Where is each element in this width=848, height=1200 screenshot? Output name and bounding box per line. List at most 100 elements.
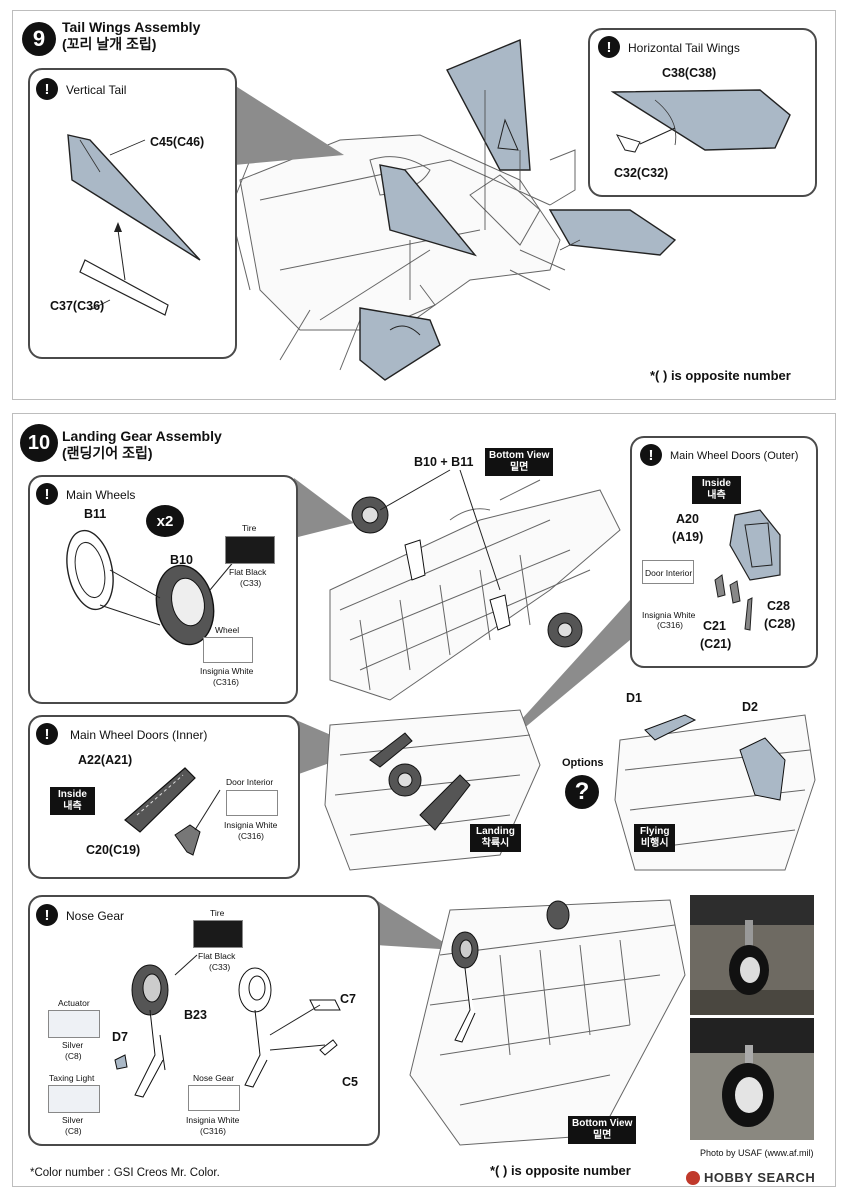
outer-door-interior-swatch <box>642 560 694 584</box>
step9-opposite-note: *( ) is opposite number <box>650 368 791 383</box>
vertical-tail-title: Vertical Tail <box>66 83 127 97</box>
main-wheel-color-code: (C316) <box>213 677 239 687</box>
horizontal-tail-title: Horizontal Tail Wings <box>628 41 740 55</box>
nose-tire-swatch <box>193 920 243 948</box>
part-c5-label: C5 <box>342 1075 358 1089</box>
main-wheel-color-name: Insignia White <box>200 666 254 676</box>
landing-kr: 착륙시 <box>481 838 510 849</box>
bottom-view-bottom-en: Bottom View <box>572 1118 633 1129</box>
hobby-search-watermark: HOBBY SEARCH <box>686 1170 815 1185</box>
step10-aircraft-bottom-drawing <box>329 469 621 701</box>
inner-doors-title: Main Wheel Doors (Inner) <box>70 728 208 742</box>
bottom-view-bottom-kr: 밑면 <box>592 1130 612 1141</box>
nose-gear-callout-wedge <box>376 900 456 950</box>
part-c45-label: C45(C46) <box>150 135 205 149</box>
outer-doors-warning-icon: ! <box>640 444 662 466</box>
main-wheels-multiplier: x2 <box>146 505 184 537</box>
taxiing-light-color-name: Silver <box>62 1115 84 1125</box>
bottom-view-en: Bottom View <box>489 450 550 461</box>
part-b23-label: B23 <box>184 1008 207 1022</box>
outer-inside-kr: 내측 <box>707 490 726 501</box>
part-d2-label: D2 <box>742 700 758 714</box>
part-a22-label: A22(A21) <box>78 753 133 767</box>
main-wheel-color-label: Wheel <box>215 625 240 635</box>
main-tire-color-code: (C33) <box>240 578 262 588</box>
part-a19-label: (A19) <box>672 530 704 544</box>
part-c20-label: C20(C19) <box>86 843 141 857</box>
flying-badge: Flying 비행시 <box>634 824 676 852</box>
bottom-view-kr: 밑면 <box>509 462 529 473</box>
hobby-search-wordmark: HOBBY SEARCH <box>704 1170 816 1185</box>
part-c28b-label: (C28) <box>764 617 796 631</box>
part-c7-label: C7 <box>340 992 356 1006</box>
step10-number: 10 <box>20 424 58 462</box>
bottom-view-badge-top: Bottom View 밑면 <box>485 448 554 476</box>
landing-badge: Landing 착륙시 <box>470 824 521 852</box>
inner-door-interior-color-name: Insignia White <box>224 820 278 830</box>
actuator-color-name: Silver <box>62 1040 84 1050</box>
step9-number: 9 <box>22 22 56 56</box>
main-wheel-swatch <box>203 637 253 663</box>
vertical-tail-parts-drawing <box>67 134 201 316</box>
part-c28-label: C28 <box>767 599 790 613</box>
flying-en: Flying <box>640 826 670 837</box>
outer-door-interior-color-name: Insignia White <box>642 610 696 620</box>
nose-tire-color-label: Tire <box>210 908 225 918</box>
inner-door-interior-label: Door Interior <box>226 777 274 787</box>
nose-gear-parts-drawing <box>114 954 341 1098</box>
nose-gear-color-label: Nose Gear <box>193 1073 235 1083</box>
part-b11-label: B11 <box>84 507 107 521</box>
main-wheels-warning-icon: ! <box>36 483 58 505</box>
actuator-swatch <box>48 1010 100 1038</box>
main-wheels-callout-wedge <box>294 478 354 538</box>
part-c32-label: C32(C32) <box>614 166 669 180</box>
question-mark-icon: ? <box>565 775 599 809</box>
outer-doors-panel <box>630 436 818 668</box>
horizontal-tail-parts-drawing <box>610 89 791 153</box>
horizontal-tail-warning-icon: ! <box>598 36 620 58</box>
actuator-color-label: Actuator <box>58 998 90 1008</box>
taxiing-light-color-code: (C8) <box>65 1126 82 1136</box>
step10-opposite-note: *( ) is opposite number <box>490 1163 631 1178</box>
step9-subtitle: (꼬리 날개 조립) <box>62 36 157 52</box>
nose-gear-color-name: Insignia White <box>186 1115 240 1125</box>
outer-door-interior-label: Door Interior <box>645 568 693 578</box>
inner-doors-warning-icon: ! <box>36 723 58 745</box>
part-c21b-label: (C21) <box>700 637 732 651</box>
inner-door-interior-code: (C316) <box>238 831 264 841</box>
main-tire-color-label: Tire <box>242 523 257 533</box>
part-c37-label: C37(C36) <box>50 299 105 313</box>
outer-door-interior-code: (C316) <box>657 620 683 630</box>
nose-gear-reference-photo <box>690 895 814 1140</box>
part-d7-label: D7 <box>112 1030 128 1044</box>
nose-tire-color-name: Flat Black <box>198 951 236 961</box>
outer-doors-parts-drawing <box>714 509 781 631</box>
nose-gear-warning-icon: ! <box>36 904 58 926</box>
part-b10-b11-label: B10 + B11 <box>414 455 474 469</box>
vertical-tail-warning-icon: ! <box>36 78 58 100</box>
inner-inside-en: Inside <box>58 789 87 800</box>
inner-door-interior-swatch <box>226 790 278 816</box>
main-wheels-title: Main Wheels <box>66 488 136 502</box>
color-number-note: *Color number : GSI Creos Mr. Color. <box>30 1167 220 1179</box>
step10-title: Landing Gear Assembly <box>62 428 222 444</box>
outer-inside-en: Inside <box>702 478 731 489</box>
flying-kr: 비행시 <box>640 838 669 849</box>
step9-callout-wedge <box>234 85 344 165</box>
inner-inside-badge: Inside 내측 <box>50 787 95 815</box>
taxiing-light-color-label: Taxing Light <box>49 1073 95 1083</box>
landing-en: Landing <box>476 826 515 837</box>
inner-inside-kr: 내측 <box>63 801 82 812</box>
outer-doors-title: Main Wheel Doors (Outer) <box>670 450 799 462</box>
photo-credit: Photo by USAF (www.af.mil) <box>700 1148 814 1158</box>
nose-gear-aircraft-drawing <box>409 899 686 1146</box>
hobby-search-logo-icon <box>686 1170 700 1185</box>
inner-doors-parts-drawing <box>124 767 221 856</box>
part-c21-label: C21 <box>703 619 726 633</box>
taxiing-light-swatch <box>48 1085 100 1113</box>
part-b10-label: B10 <box>170 553 193 567</box>
part-c38-label: C38(C38) <box>662 66 717 80</box>
main-wheels-parts-drawing <box>66 529 236 646</box>
nose-gear-color-code: (C316) <box>200 1126 226 1136</box>
step10-subtitle: (랜딩기어 조립) <box>62 445 153 461</box>
